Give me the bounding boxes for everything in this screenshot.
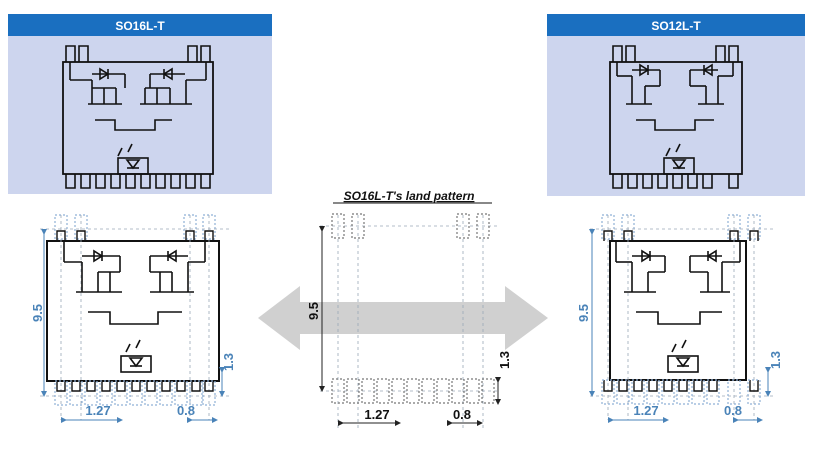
land-pitch-label: 1.27 <box>364 407 389 422</box>
so16l-fp-dims <box>41 229 225 423</box>
so16l-fp-outline <box>46 240 220 382</box>
so12l-padlen-label: 1.3 <box>768 351 783 369</box>
so16l-top-pins <box>65 45 211 62</box>
land-pattern-guides <box>320 215 500 430</box>
so12l-fp-guides <box>590 215 775 420</box>
so12l-top-pins <box>612 45 739 62</box>
so16l-body-bg <box>8 36 272 194</box>
so12l-height-label: 9.5 <box>576 304 591 322</box>
so12l-padwidth-label: 0.8 <box>724 403 742 418</box>
land-pattern: SO16L-T's land pattern <box>306 189 512 430</box>
land-padwidth-label: 0.8 <box>453 407 471 422</box>
so12l-header-bg <box>547 14 805 36</box>
so12l-bottom-pads <box>601 379 761 405</box>
so16l-header-bg <box>8 14 272 36</box>
so16l-fp-guides <box>40 215 230 420</box>
so12l-circuit <box>616 62 734 175</box>
so16l-bottom-pads <box>54 380 216 406</box>
so16l-panel: SO16L-T <box>8 14 272 194</box>
so16l-fp-top-pins <box>56 230 214 241</box>
so12l-fp-circuit <box>615 241 741 373</box>
so16l-height-label: 9.5 <box>30 304 45 322</box>
land-pattern-title: SO16L-T's land pattern <box>344 189 475 203</box>
so12l-bottom-pins <box>612 174 739 189</box>
so16l-footprint: 9.5 1.3 1.27 0.8 <box>30 214 236 423</box>
land-height-label: 9.5 <box>306 302 321 320</box>
so12l-fp-bottom-pins <box>603 380 759 392</box>
land-pattern-top-pads <box>331 213 490 239</box>
land-pattern-dims <box>319 226 501 426</box>
so12l-pitch-label: 1.27 <box>633 403 658 418</box>
so16l-fp-bottom-pins <box>56 381 214 392</box>
so12l-header: SO12L-T <box>651 19 701 33</box>
so16l-fp-circuit <box>63 241 206 373</box>
double-arrow <box>258 286 548 350</box>
so16l-header: SO16L-T <box>115 19 165 33</box>
so16l-bottom-pins <box>65 174 211 189</box>
so16l-circuit <box>69 62 207 175</box>
so16l-padwidth-label: 0.8 <box>177 403 195 418</box>
so12l-top-pads <box>601 214 761 240</box>
land-pattern-bottom-pads <box>331 378 495 404</box>
so12l-footprint: 9.5 1.3 1.27 0.8 <box>576 214 783 423</box>
so12l-panel: SO12L-T <box>547 14 805 196</box>
so12l-fp-dims <box>589 229 771 423</box>
so16l-padlen-label: 1.3 <box>221 353 236 371</box>
so16l-pitch-label: 1.27 <box>85 403 110 418</box>
so12l-fp-top-pins <box>603 230 759 241</box>
land-padlen-label: 1.3 <box>497 351 512 369</box>
so12l-body-bg <box>547 36 805 196</box>
so16l-top-pads <box>54 214 216 240</box>
